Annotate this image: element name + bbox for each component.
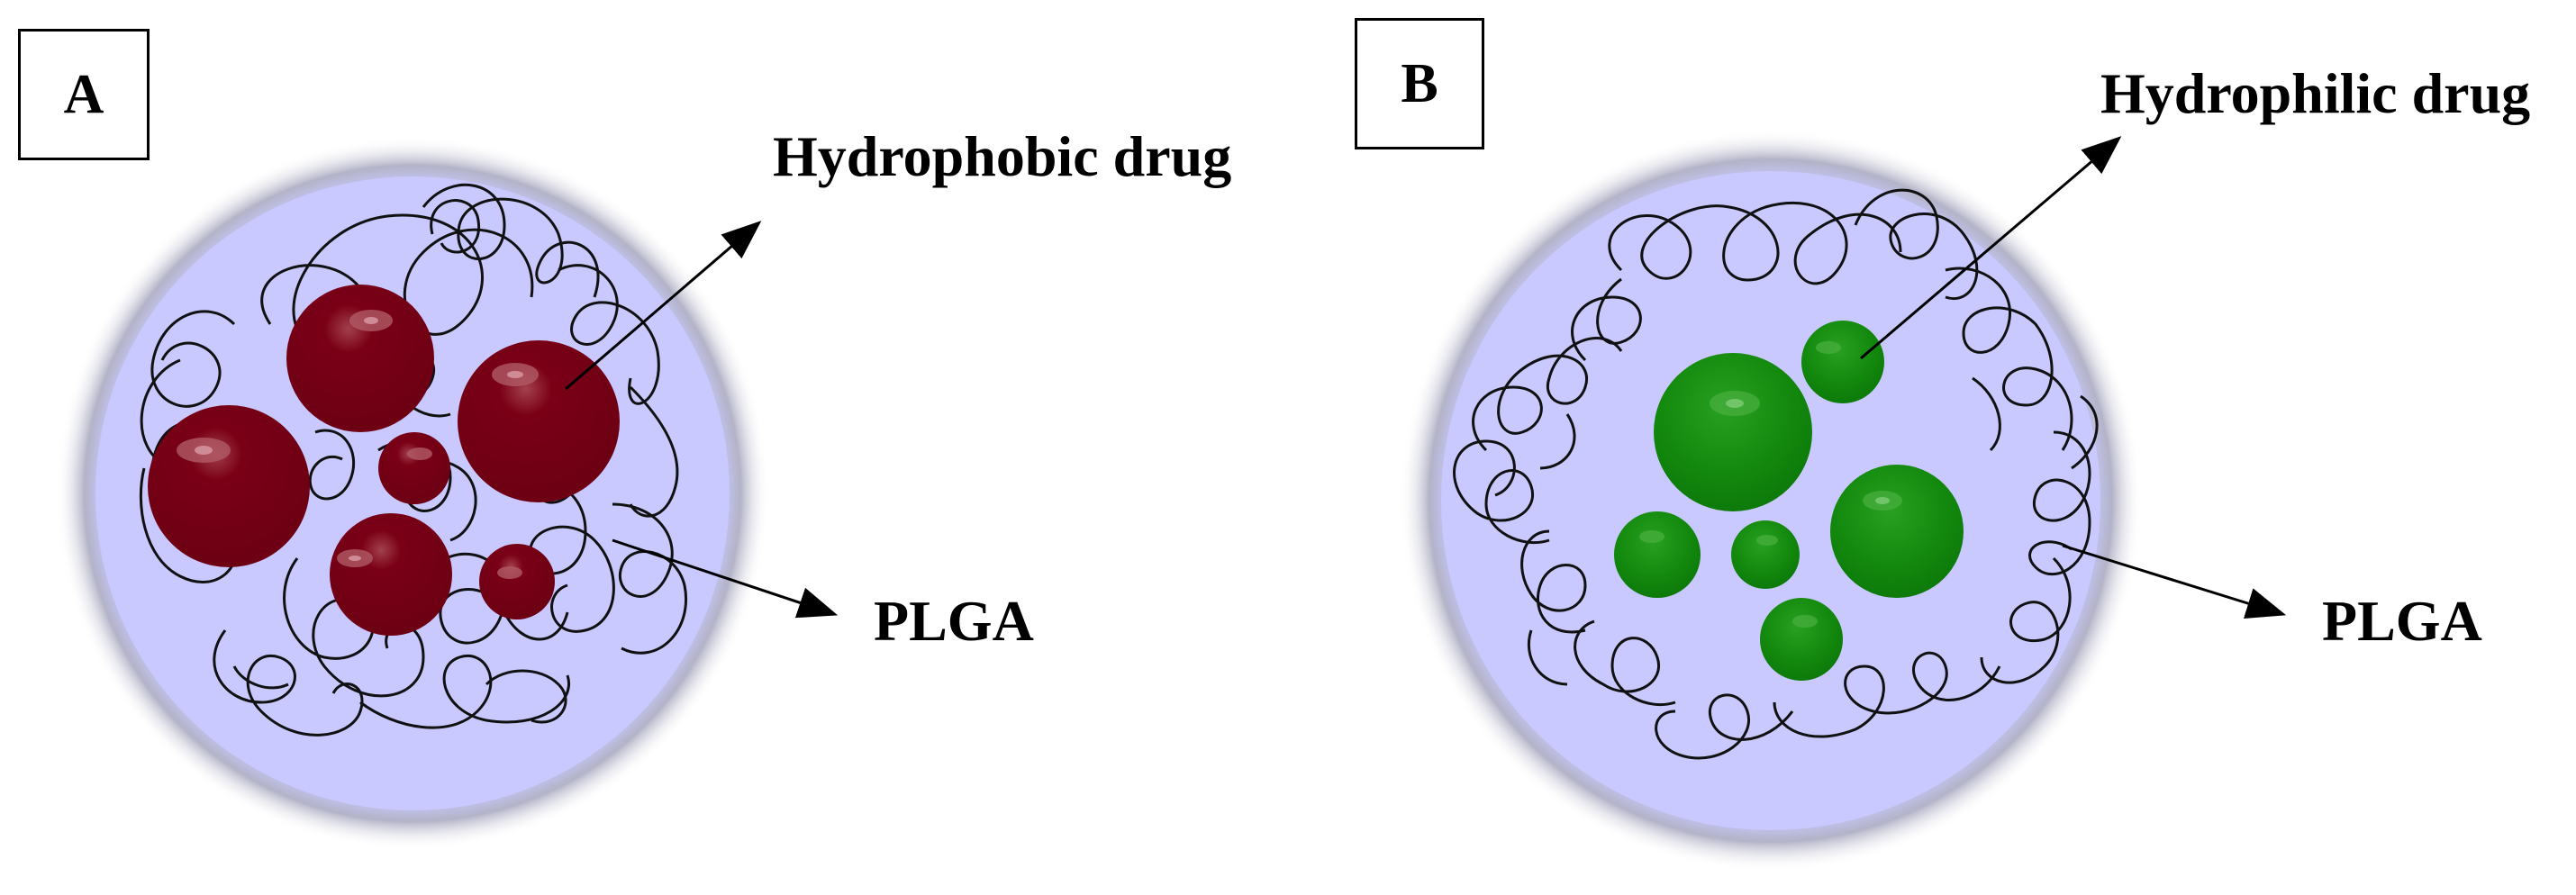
- drug-sphere: [1654, 353, 1812, 511]
- drug-sphere: [1760, 598, 1843, 681]
- drug-sphere: [1731, 520, 1800, 589]
- panel-a-hydrophobic-drug-spheres: [148, 285, 620, 636]
- panel-a-label: A: [18, 29, 150, 160]
- panel-a-plga-arrow: [612, 538, 839, 619]
- drug-sphere: [330, 513, 452, 636]
- drug-sphere: [1830, 465, 1964, 598]
- drug-sphere: [1614, 511, 1701, 598]
- panel-b-plga-label: PLGA: [2322, 589, 2482, 653]
- panel-b-hydrophilic-drug-spheres: [1614, 321, 1964, 681]
- drug-sphere: [286, 285, 434, 432]
- panel-b-plga-strands: [1453, 188, 2099, 760]
- hydrophobic-drug-label: Hydrophobic drug: [773, 124, 1232, 188]
- panel-a-label-text: A: [63, 63, 104, 125]
- panel-a-plga-label: PLGA: [874, 589, 1034, 653]
- drug-sphere: [479, 544, 555, 619]
- panel-a-plga-strands: [139, 183, 687, 737]
- hydrophilic-drug-label: Hydrophilic drug: [2100, 61, 2531, 125]
- panel-b-plga-arrow: [2062, 544, 2287, 619]
- panel-b-drug-arrow: [1860, 136, 2122, 360]
- panel-b-label-text: B: [1401, 52, 1438, 114]
- panel-b-label: B: [1355, 18, 1484, 149]
- drug-sphere: [148, 405, 310, 567]
- drug-sphere: [378, 432, 450, 504]
- panel-a-drug-arrow: [565, 221, 762, 391]
- drug-sphere: [458, 340, 620, 502]
- drug-sphere: [1801, 321, 1884, 403]
